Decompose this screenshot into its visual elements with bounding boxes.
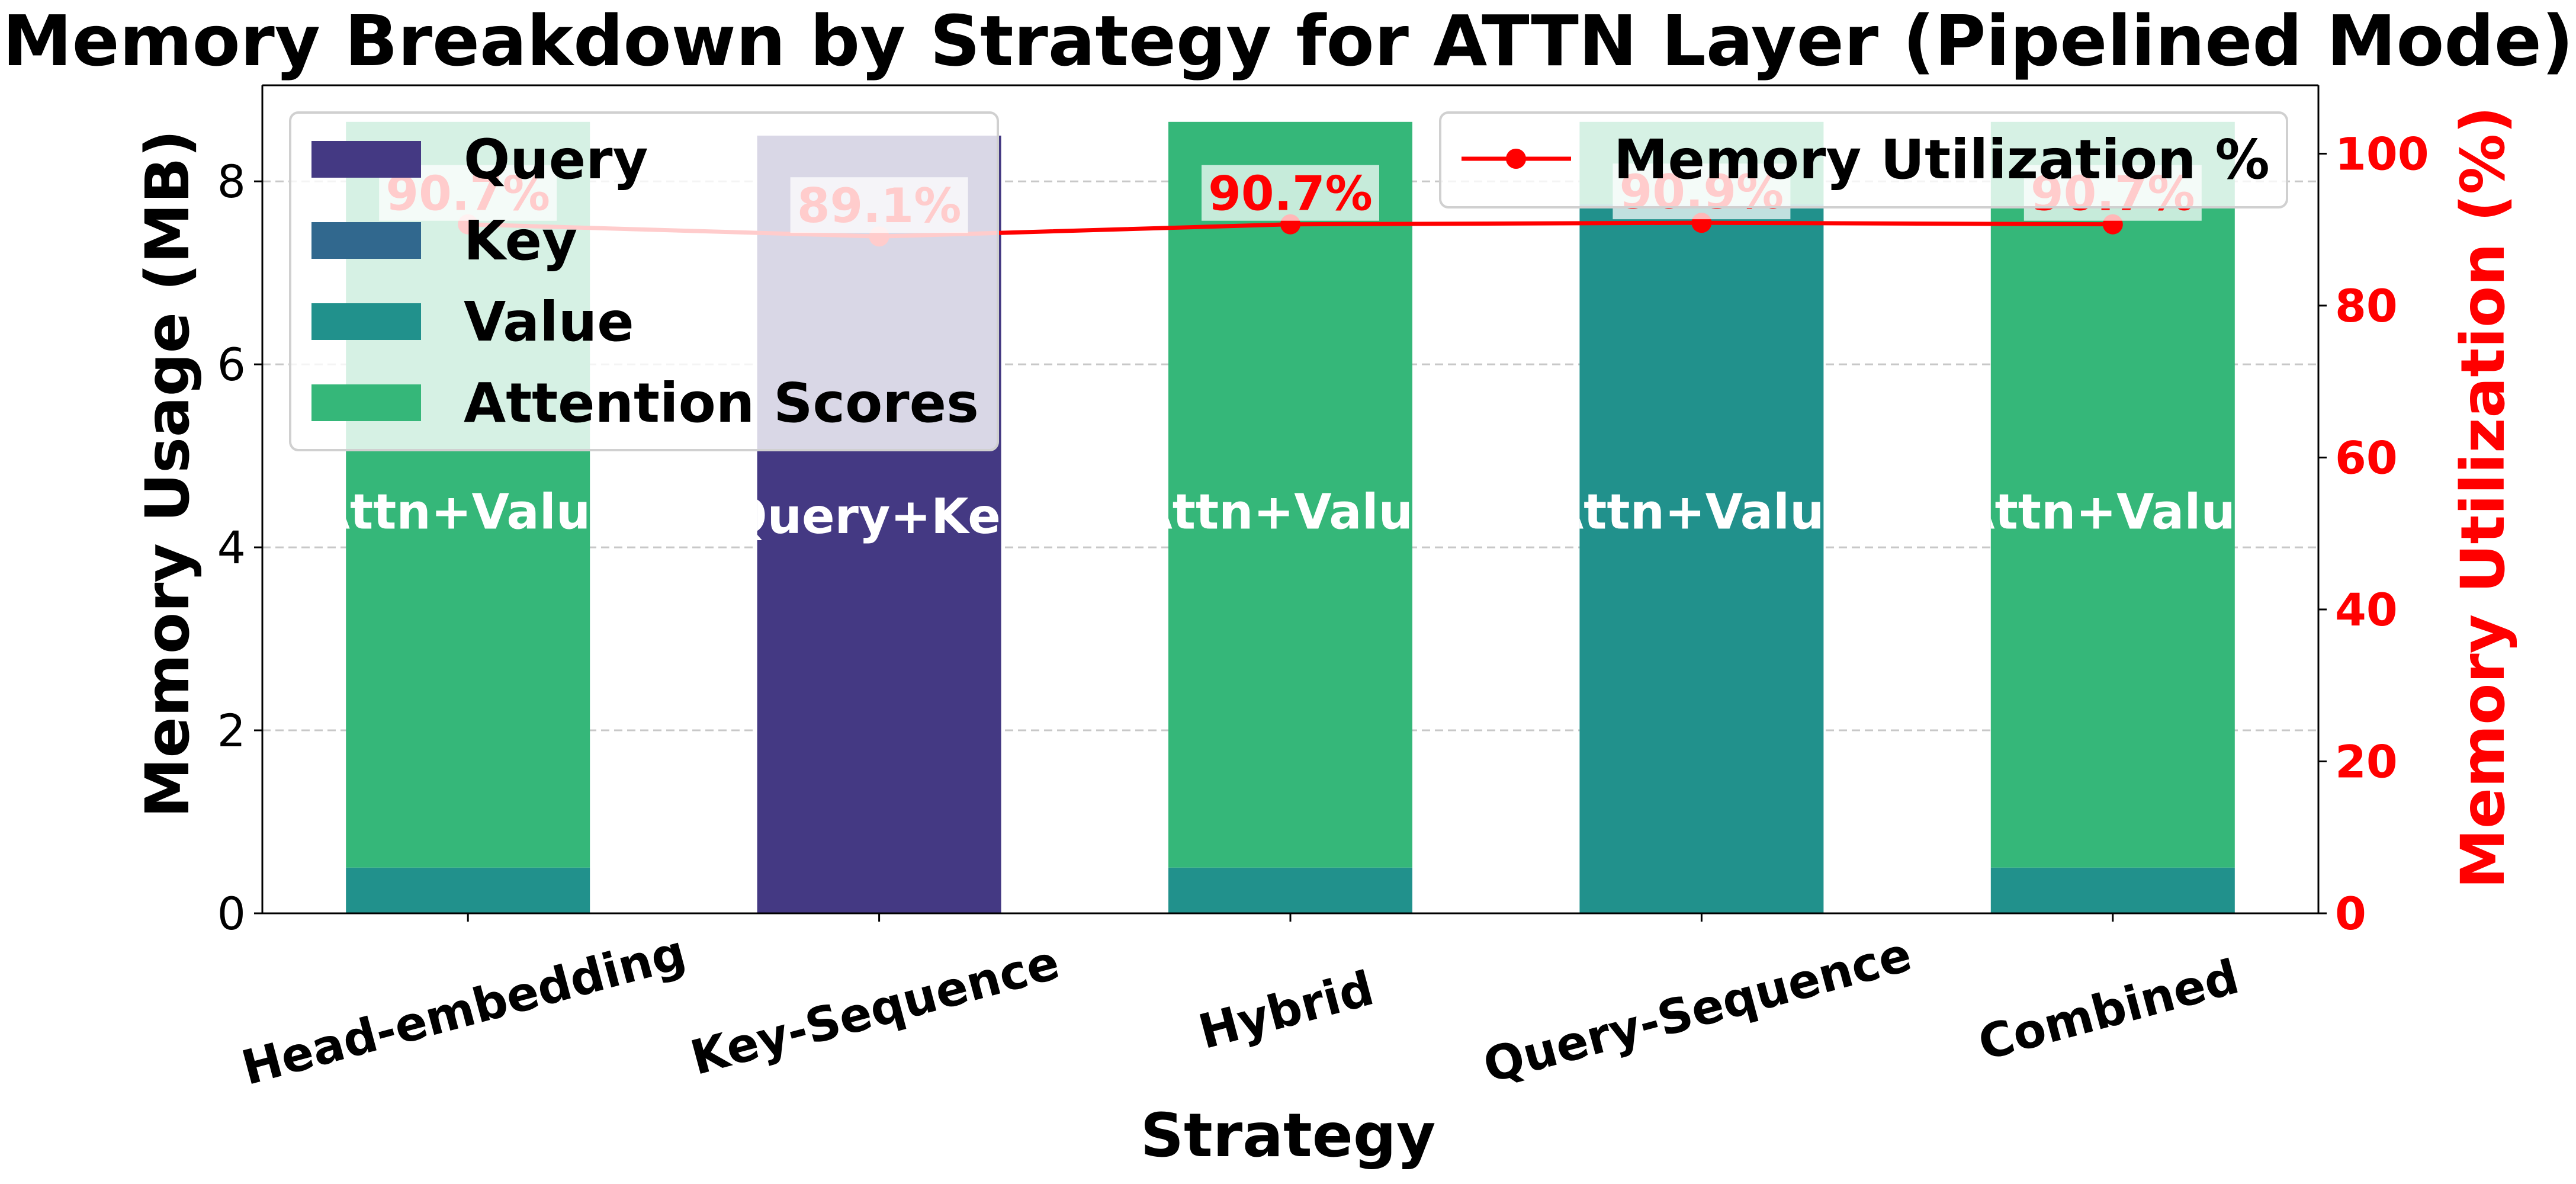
y-axis-title: Memory Usage (MB) — [133, 130, 203, 818]
x-axis-title: Strategy — [1141, 1100, 1436, 1171]
y2-tick-label: 100 — [2335, 127, 2429, 180]
utilization-label: 90.7% — [1208, 166, 1373, 222]
legend-swatch — [311, 141, 421, 178]
line-legend-box — [1439, 111, 2288, 208]
y2-tick-label: 80 — [2335, 280, 2398, 332]
legend-label: Key — [464, 209, 577, 272]
y-tick-label: 8 — [217, 155, 246, 208]
bar-label: Attn+Value — [1957, 484, 2268, 540]
y-tick-label: 4 — [217, 521, 246, 574]
x-tick-label: Head-embedding — [236, 925, 692, 1096]
bar-segment-attention-scores — [1168, 121, 1412, 868]
utilization-label-box — [1202, 165, 1379, 221]
legend-label: Value — [464, 290, 634, 354]
chart-title: Memory Breakdown by Strategy for ATTN La… — [2, 0, 2574, 82]
x-tick-label: Key-Sequence — [685, 935, 1065, 1086]
bar-label: Attn+Value — [313, 484, 624, 540]
legend-swatch — [311, 384, 421, 421]
legend-line-marker — [1506, 149, 1526, 169]
x-tick-label: Query-Sequence — [1477, 926, 1917, 1093]
bar-segment-value — [1579, 204, 1824, 914]
bar-legend-box — [289, 111, 999, 451]
y-tick-label: 6 — [217, 338, 246, 391]
y2-axis-title: Memory Utilization (%) — [2448, 106, 2519, 888]
bar-segment-value — [1990, 867, 2235, 913]
bar-segment-value — [346, 867, 590, 913]
y-tick-label: 2 — [217, 704, 246, 757]
x-tick-label: Combined — [1973, 949, 2244, 1071]
bar-label: Query+Key — [726, 489, 1032, 545]
bar-label: Attn+Value — [1135, 484, 1446, 540]
legend-swatch — [311, 303, 421, 340]
legend-label: Query — [464, 128, 648, 191]
bar-label: Attn+Value — [1546, 484, 1857, 540]
legend-label: Memory Utilization % — [1614, 128, 2270, 191]
y2-tick-label: 60 — [2335, 431, 2398, 484]
legend-swatch — [311, 222, 421, 259]
line-legend: Memory Utilization % — [1439, 111, 2288, 208]
bar-segment-value — [1168, 867, 1412, 913]
y2-tick-label: 40 — [2335, 583, 2398, 636]
x-tick-label: Hybrid — [1193, 961, 1379, 1060]
legend-label: Attention Scores — [464, 371, 979, 435]
y-tick-label: 0 — [217, 887, 246, 940]
y2-tick-label: 0 — [2335, 887, 2366, 940]
y2-tick-label: 20 — [2335, 735, 2398, 788]
bar-segment-attention-scores — [1990, 121, 2235, 868]
